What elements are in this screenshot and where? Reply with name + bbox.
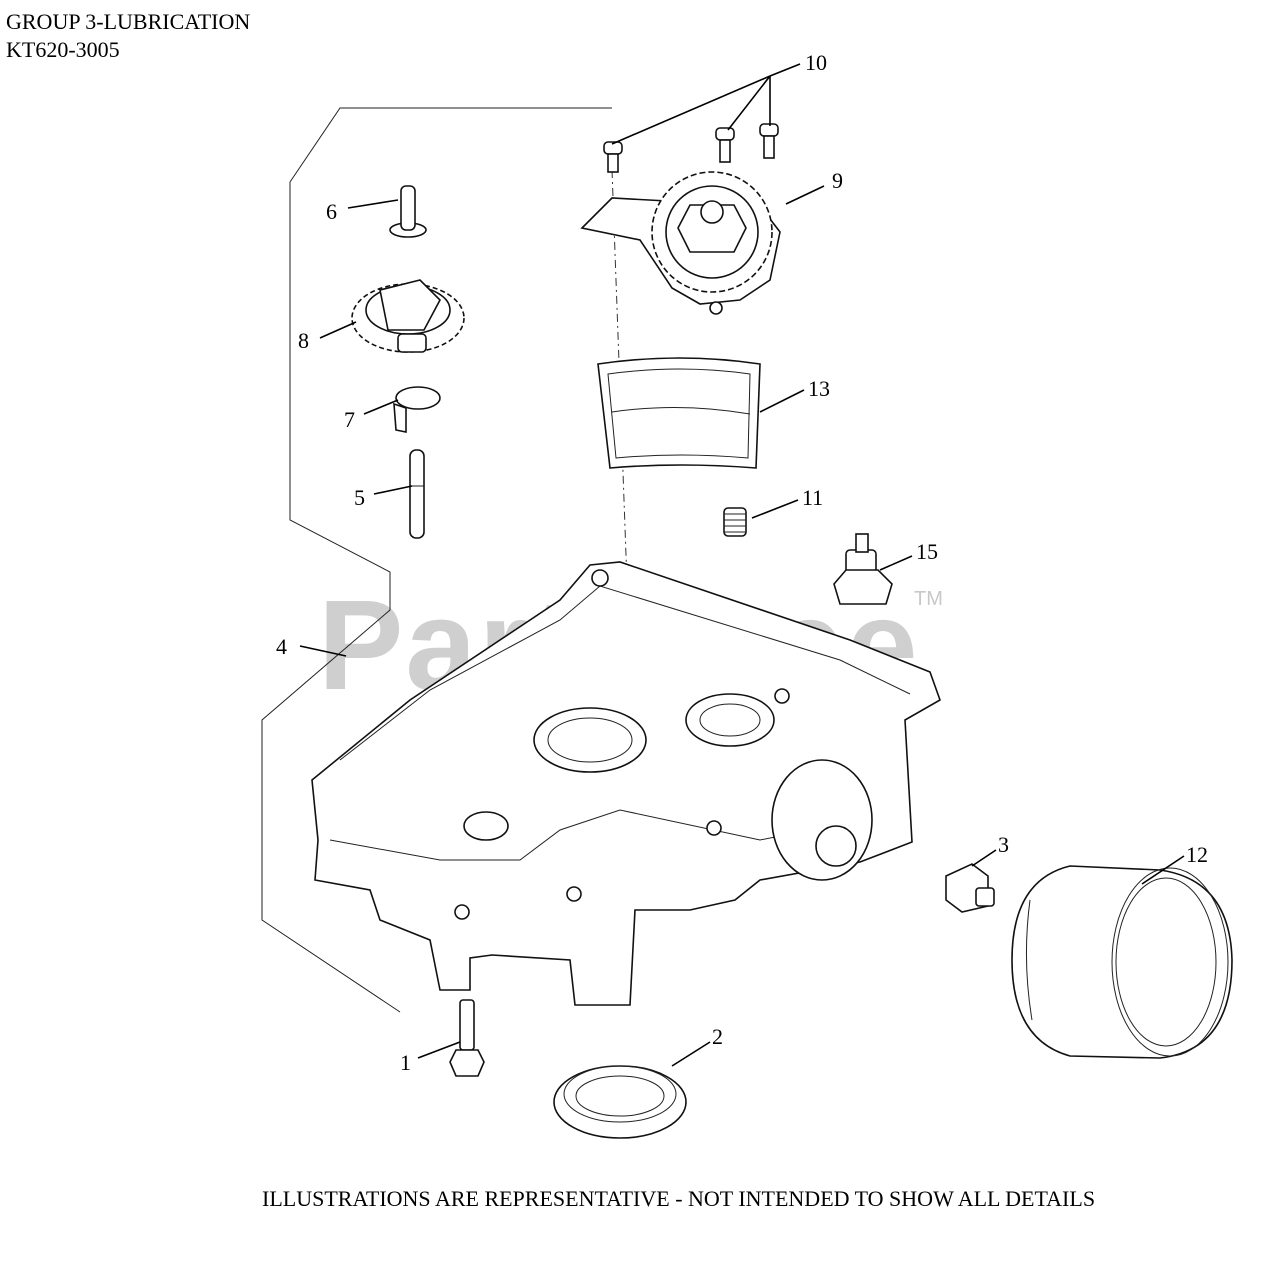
trademark-mark: TM [914,588,943,610]
leader-lines [299,63,1185,1067]
callout-7[interactable]: 7 [344,407,355,432]
seal-2-icon[interactable] [553,1065,687,1139]
bolt-1-icon[interactable] [449,999,485,1077]
oil-sensor-15-icon[interactable] [833,533,893,605]
callout-15[interactable]: 15 [916,539,938,564]
pin-5-icon[interactable] [409,449,425,539]
callout-6[interactable]: 6 [326,199,337,224]
spring-12-icon[interactable] [723,507,747,537]
callout-4[interactable]: 4 [276,634,287,659]
model-number: KT620-3005 [6,37,120,62]
callout-8[interactable]: 8 [298,328,309,353]
disclaimer-note: ILLUSTRATIONS ARE REPRESENTATIVE - NOT I… [262,1186,1096,1211]
callout-11[interactable]: 12 [1186,842,1208,867]
shaft-6-icon[interactable] [389,185,427,238]
assembly-bracket-outline [261,107,612,1013]
screw-10-icon[interactable] [603,123,779,173]
oil-pan-4-icon[interactable] [311,561,941,1006]
callout-9[interactable]: 9 [832,168,843,193]
clip-7-icon[interactable] [393,386,441,433]
callout-2[interactable]: 2 [712,1024,723,1049]
diagram-title: GROUP 3-LUBRICATION KT620-3005 [6,8,250,64]
drain-plug-3-icon[interactable] [945,863,995,913]
oil-filter-11-icon[interactable] [1011,865,1233,1059]
callout-12[interactable]: 11 [802,485,823,510]
callout-3[interactable]: 3 [998,832,1009,857]
oil-pump-9-icon[interactable] [580,171,781,315]
group-title: GROUP 3-LUBRICATION [6,9,251,34]
governor-gear-8-icon[interactable] [351,279,465,353]
callout-13[interactable]: 13 [808,376,830,401]
oil-screen-13-icon[interactable] [597,357,761,469]
callout-5[interactable]: 5 [354,485,365,510]
callout-1[interactable]: 1 [400,1050,411,1075]
callout-10[interactable]: 10 [805,50,827,75]
